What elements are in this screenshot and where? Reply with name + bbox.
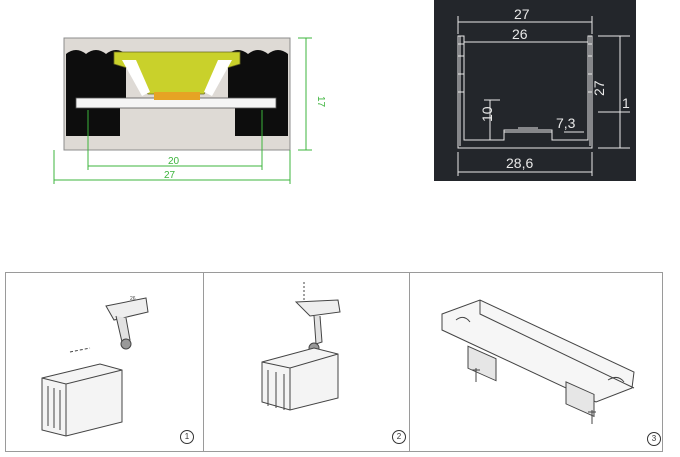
- step-divider-1: [203, 272, 204, 452]
- profile-block: [261, 347, 339, 411]
- profile-block: [41, 363, 123, 437]
- dim-inner-width-26: 26: [512, 26, 528, 42]
- profile-drawing: 27 26 27 1 10 7,3 28,6: [434, 0, 636, 181]
- dim-height-17: 17: [315, 96, 325, 108]
- lens-right: [204, 60, 232, 96]
- mount-right: [565, 381, 595, 418]
- dim-width-20: 20: [168, 156, 180, 167]
- mount-left: [467, 345, 497, 382]
- mounting-bracket: [294, 299, 341, 317]
- lens-left: [122, 60, 150, 96]
- step-1-badge: 1: [180, 430, 194, 444]
- inner-base: [120, 108, 235, 136]
- screw: [120, 338, 132, 350]
- cross-section-diagram: 17 20 27: [53, 37, 325, 184]
- dim-lip-1: 1: [622, 95, 630, 111]
- step-divider-2: [409, 272, 410, 452]
- step-2-badge: 2: [392, 430, 406, 444]
- step-1-illustration: 26: [41, 296, 149, 437]
- dim-slot-width-7-3: 7,3: [556, 115, 576, 131]
- dim-base-width-28-6: 28,6: [506, 155, 533, 171]
- right-chamber: [228, 50, 288, 136]
- bracket-dim-label: 26: [130, 296, 136, 302]
- dim-slot-height-10: 10: [479, 106, 495, 122]
- left-chamber: [66, 50, 126, 136]
- dim-width-27: 27: [164, 170, 176, 181]
- dim-outer-width-27: 27: [514, 6, 530, 22]
- step-3-illustration: [441, 299, 635, 424]
- step-3-badge: 3: [647, 432, 661, 446]
- dim-height-27: 27: [591, 80, 607, 96]
- mounting-bracket: [105, 297, 149, 321]
- step-2-illustration: [261, 282, 341, 411]
- led-chip: [154, 92, 200, 100]
- drawing-background: [434, 0, 636, 181]
- installation-steps: [5, 272, 663, 452]
